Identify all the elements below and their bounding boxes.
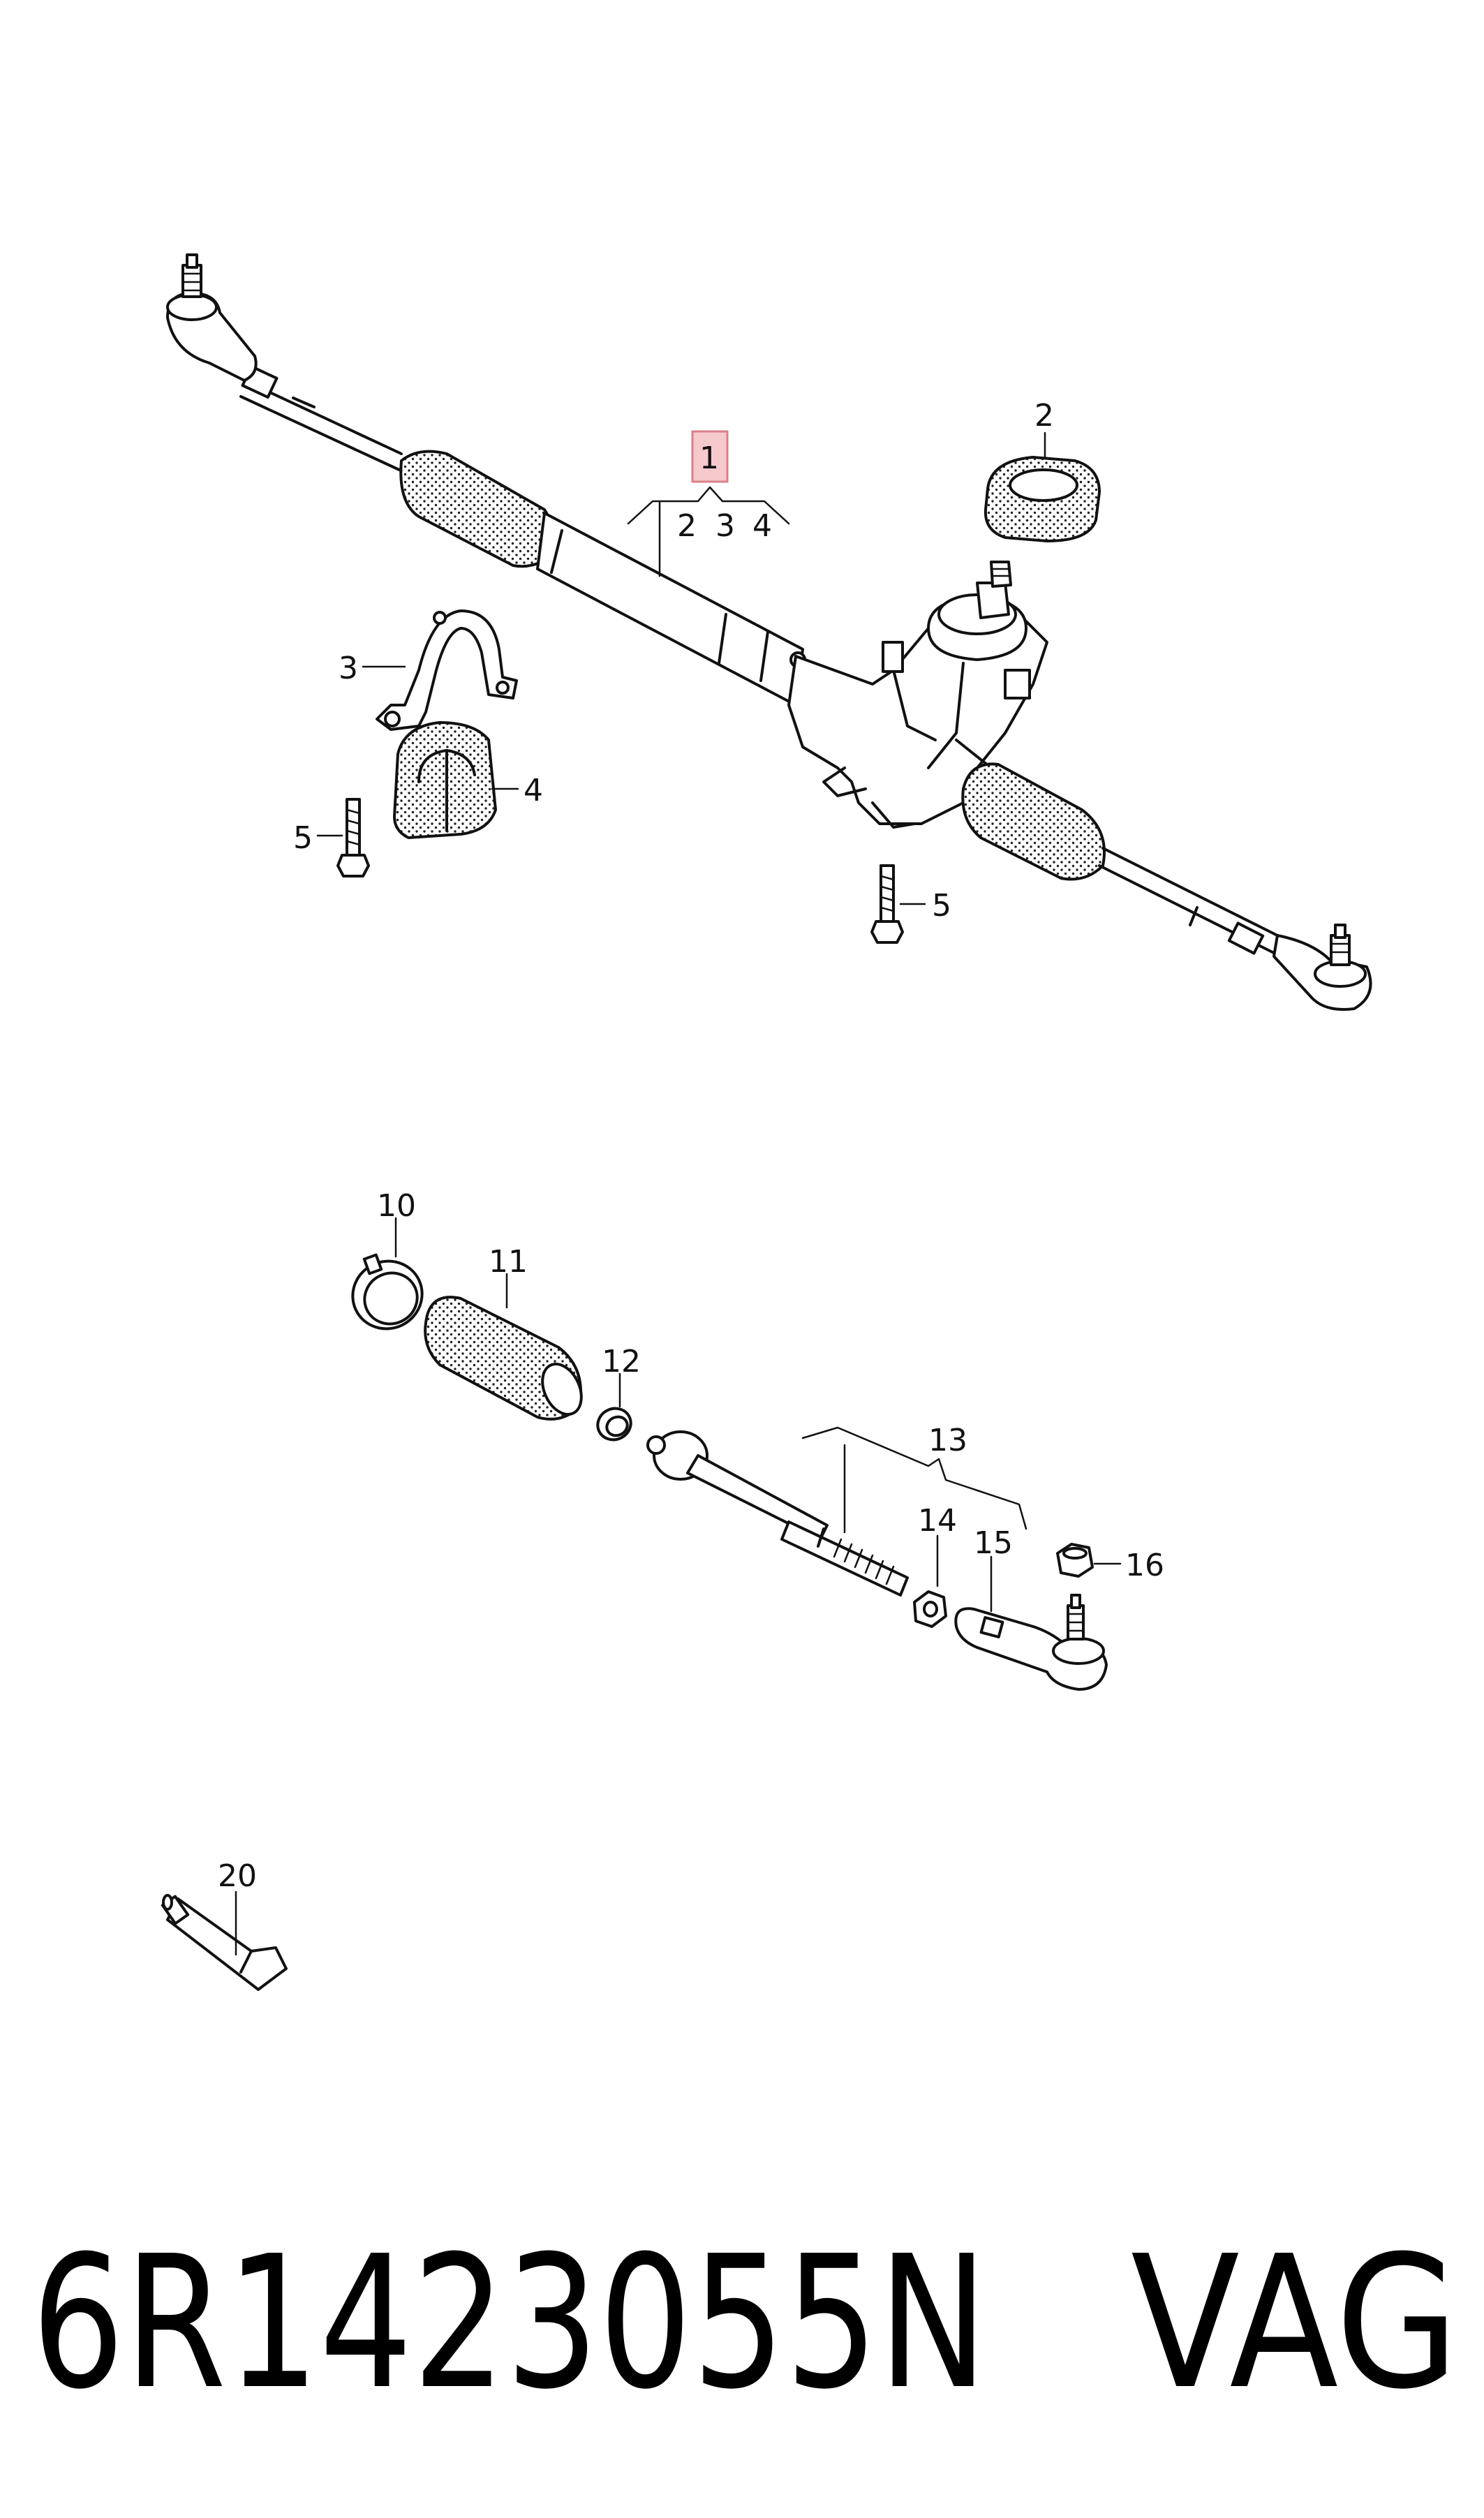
callout-3[interactable]: 3 <box>339 651 358 686</box>
callout-2[interactable]: 2 <box>1034 398 1054 434</box>
rack-gear-housing <box>787 561 1048 829</box>
left-tie-rod-end <box>166 253 258 382</box>
callout-16[interactable]: 16 <box>1125 1548 1164 1583</box>
grease-tube-part-20 <box>161 1894 288 1991</box>
clamp-bracket-part-3 <box>376 609 518 731</box>
right-tie-rod-end <box>1272 924 1372 1011</box>
left-rack-boot <box>399 450 554 568</box>
right-rack-boot <box>961 762 1106 881</box>
callout-4[interactable]: 4 <box>524 773 543 808</box>
inner-tie-rod-part-13 <box>646 1430 909 1597</box>
callout-14[interactable]: 14 <box>918 1503 957 1539</box>
callout-1-bracket <box>627 486 790 577</box>
right-tie-rod <box>1098 847 1279 955</box>
callout-1-highlight <box>691 430 729 483</box>
rubber-bushing-part-4 <box>393 721 497 839</box>
callout-12[interactable]: 12 <box>602 1344 641 1379</box>
callout-15[interactable]: 15 <box>974 1525 1013 1561</box>
callout-20[interactable]: 20 <box>218 1858 257 1894</box>
callout-1[interactable]: 1 <box>691 430 729 483</box>
boot-part-11 <box>424 1296 583 1421</box>
bolt-part-5-right <box>870 864 904 944</box>
callout-11[interactable]: 11 <box>489 1244 528 1280</box>
callout-10[interactable]: 10 <box>377 1188 416 1224</box>
steering-rack-assembly <box>166 253 1372 1011</box>
callout-5-left[interactable]: 5 <box>293 820 313 856</box>
callout-1-label: 1 <box>699 440 719 476</box>
callout-5-right[interactable]: 5 <box>932 888 951 924</box>
outer-tie-rod-end-part-15 <box>954 1594 1108 1691</box>
clamp-ring-part-10 <box>351 1253 424 1331</box>
rubber-mount-part-2 <box>984 456 1101 542</box>
left-tie-rod <box>239 364 403 471</box>
callout-1-sub-4: 4 <box>752 508 772 544</box>
small-clamp-part-12 <box>596 1407 632 1442</box>
callout-13-bracket <box>801 1426 1027 1534</box>
callout-1-sub-2: 2 <box>677 508 697 544</box>
bolt-part-5-left <box>336 798 370 877</box>
brand-name: VAG <box>1131 2216 1459 2429</box>
nut-part-14 <box>913 1590 947 1628</box>
callout-13[interactable]: 13 <box>928 1423 967 1458</box>
callout-1-sub-3: 3 <box>715 508 735 544</box>
part-number: 6R1423055N <box>31 2216 988 2429</box>
self-locking-nut-part-16 <box>1056 1543 1094 1578</box>
